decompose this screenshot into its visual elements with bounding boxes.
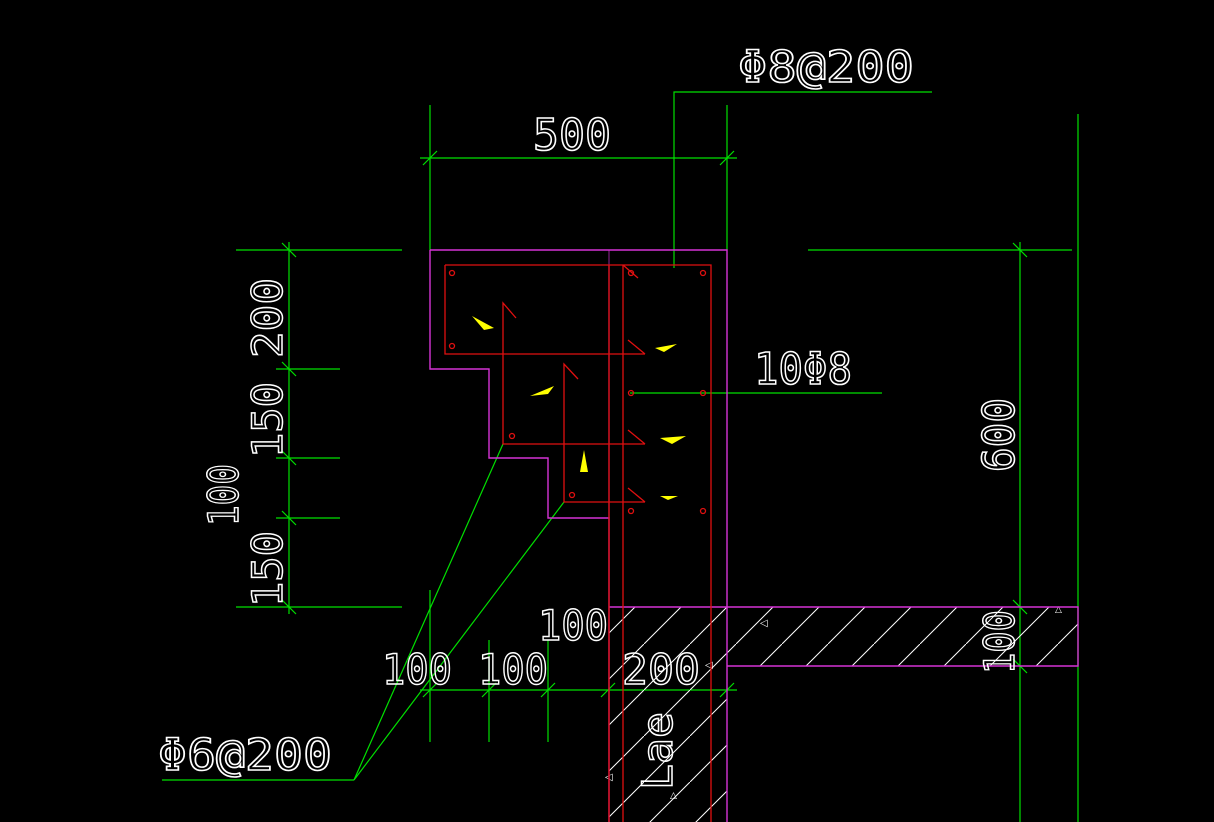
slab-hatch: ◁ ◁ ◁ △ △ [605,605,1078,822]
labels: Φ8@200 500 10Φ8 600 200 150 100 150 100 … [157,41,1026,791]
yellow-arrow-markers [472,316,686,500]
svg-text:△: △ [1055,605,1062,615]
label-dim-100-left: 100 [199,464,248,526]
svg-text:◁: ◁ [760,618,768,629]
label-height-600: 600 [974,398,1025,472]
label-dim-200-b: 200 [622,645,700,694]
rebar [444,264,712,822]
label-dim-150-a: 150 [243,382,292,458]
label-top-rebar: Φ8@200 [738,42,914,93]
label-dim-200: 200 [243,278,292,358]
svg-text:△: △ [670,791,677,801]
label-dim-150-b: 150 [243,531,292,607]
svg-text:◁: ◁ [705,660,713,671]
label-dim-100-mid: 100 [538,601,608,650]
dimension-lines [162,91,1079,822]
concrete-outline [429,249,1079,822]
label-side-rebar: 10Φ8 [754,344,852,395]
label-stirrup: Φ6@200 [158,730,332,781]
label-anchorage: Lae [633,712,682,790]
label-slab-100: 100 [975,610,1024,674]
label-width-500: 500 [533,110,611,161]
label-dim-100-b1: 100 [382,645,452,694]
label-dim-100-b2: 100 [478,645,548,694]
